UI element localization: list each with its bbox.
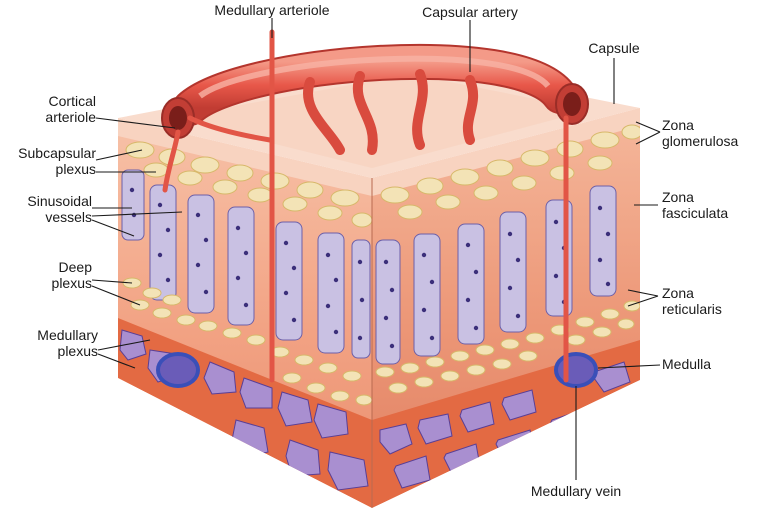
label-zona-reticularis-1: Zona [662,285,694,301]
label-zona-glomerulosa-1: Zona [662,117,694,133]
left-fasciculata-nuclei [129,187,365,341]
left-fasciculata-columns [121,169,371,359]
label-subcapsular-plexus-2: plexus [56,161,96,177]
label-zona-glomerulosa-2: glomerulosa [662,133,738,149]
right-reticularis-cells [375,300,640,394]
left-medullary-vein-icon [156,352,200,388]
label-medullary-arteriole: Medullary arteriole [214,2,329,18]
left-face [118,118,372,508]
right-face [372,108,640,508]
label-deep-plexus-1: Deep [59,259,93,275]
capsular-artery [161,43,589,155]
right-fasciculata-nuclei [383,205,611,349]
top-face-texture [170,74,590,168]
label-cortical-arteriole-1: Cortical [49,93,96,109]
labels: Medullary arteriole Capsular artery Caps… [18,2,738,499]
leader-lines [91,18,661,480]
right-glomerulosa-cells [380,124,640,220]
label-subcapsular-plexus-1: Subcapsular [18,145,96,161]
arterioles [162,29,569,383]
label-deep-plexus-2: plexus [52,275,92,291]
label-medullary-vein: Medullary vein [531,483,621,499]
label-capsular-artery: Capsular artery [422,4,518,20]
label-zona-fasciculata-1: Zona [662,189,694,205]
label-sinusoidal-vessels-1: Sinusoidal [27,193,92,209]
label-medulla: Medulla [662,356,711,372]
label-zona-fasciculata-2: fasciculata [662,205,728,221]
left-reticularis-cells [122,277,372,406]
label-medullary-plexus-2: plexus [58,343,98,359]
right-medullary-vein-icon [554,352,598,388]
label-zona-reticularis-2: reticularis [662,301,722,317]
label-capsule: Capsule [588,40,640,56]
label-medullary-plexus-1: Medullary [37,327,98,343]
left-glomerulosa-cells [125,141,372,228]
label-cortical-arteriole-2: arteriole [45,109,96,125]
label-sinusoidal-vessels-2: vessels [45,209,92,225]
